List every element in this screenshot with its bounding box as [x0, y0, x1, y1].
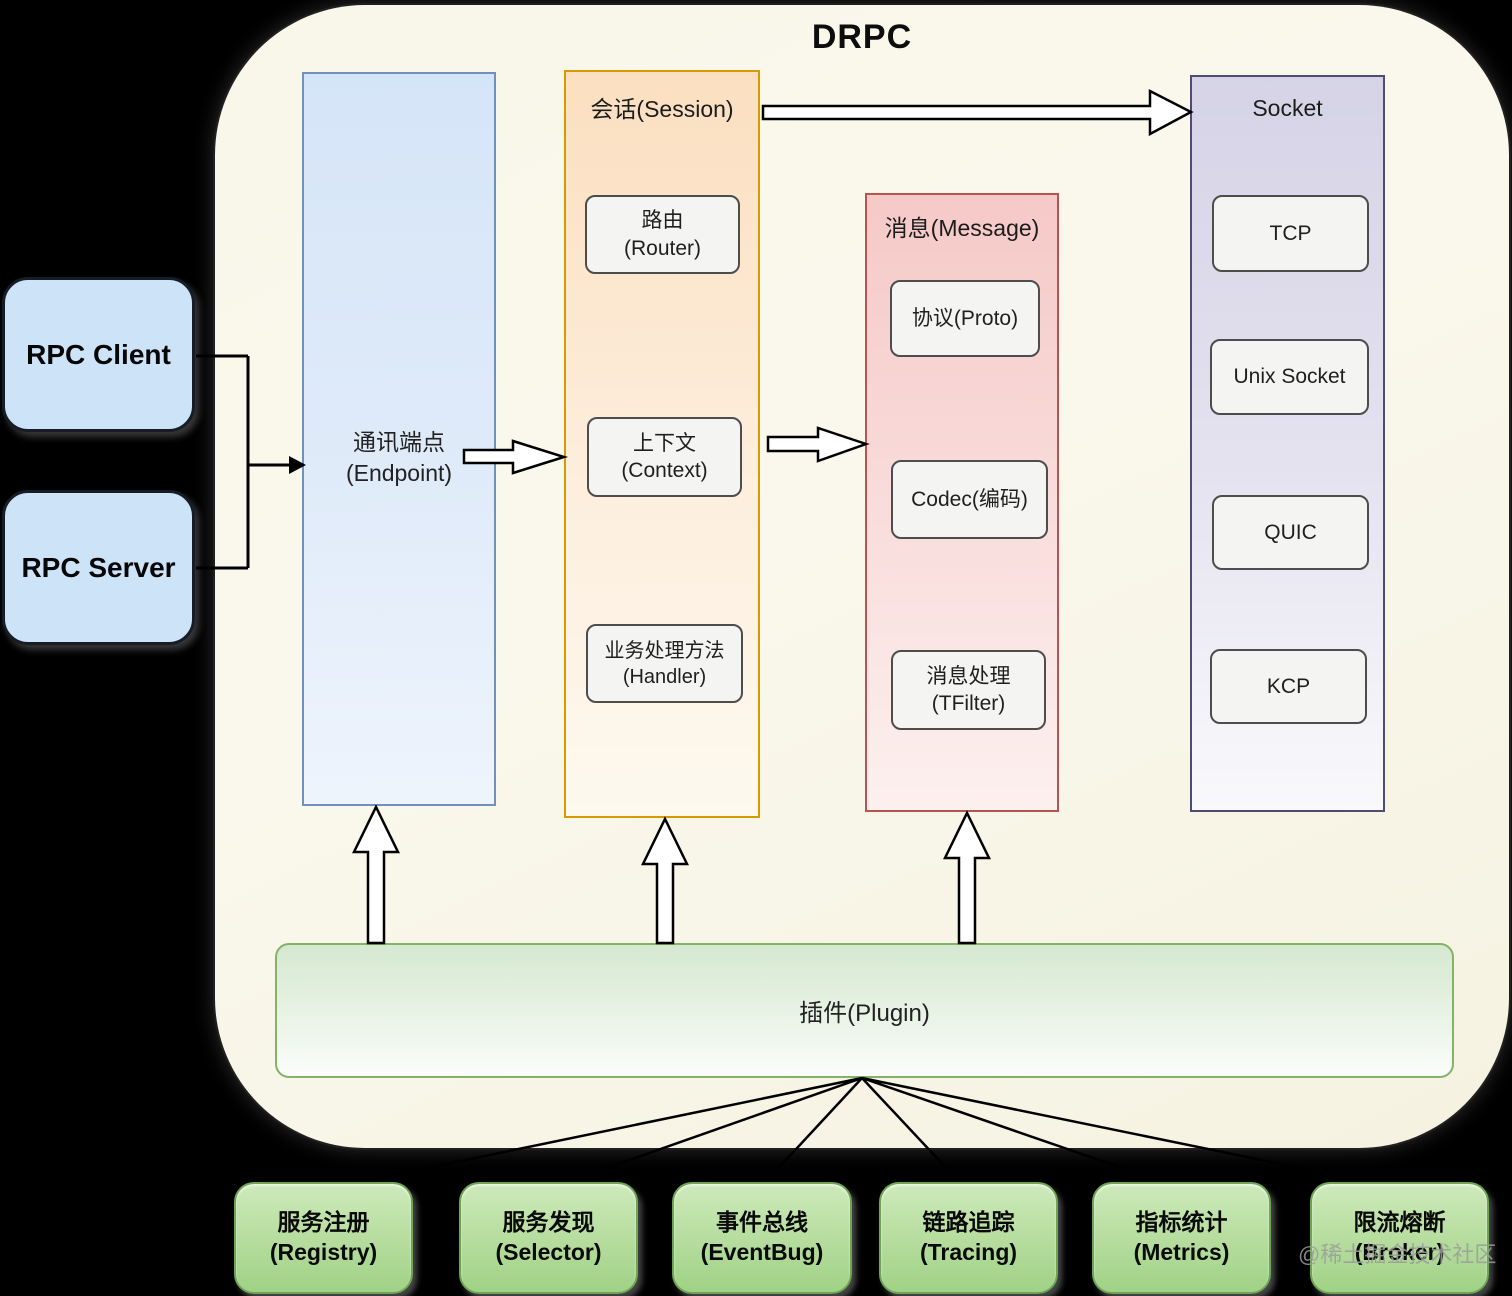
plugin-box-selector: 服务发现 (Selector): [459, 1182, 638, 1294]
session-column: 会话(Session) 路由 (Router) 上下文 (Context) 业务…: [564, 70, 760, 818]
endpoint-label: 通讯端点 (Endpoint): [345, 429, 453, 487]
rpc-client-node: RPC Client: [2, 277, 195, 432]
message-header: 消息(Message): [884, 215, 1040, 241]
plugin-box-tracing: 链路追踪 (Tracing): [879, 1182, 1058, 1294]
unix-socket-box: Unix Socket: [1210, 339, 1369, 415]
session-header: 会话(Session): [590, 96, 734, 122]
plugin-bar: 插件(Plugin): [275, 943, 1454, 1078]
plugin-bar-label: 插件(Plugin): [799, 1000, 930, 1027]
message-column: 消息(Message) 协议(Proto) Codec(编码) 消息处理 (TF…: [865, 193, 1059, 812]
plugin-box-broker: 限流熔断 (Broker): [1310, 1182, 1489, 1294]
codec-box: Codec(编码): [891, 460, 1048, 539]
quic-box: QUIC: [1212, 495, 1369, 570]
page-title: DRPC: [811, 18, 913, 56]
context-box: 上下文 (Context): [587, 417, 742, 497]
socket-column: Socket TCP Unix Socket QUIC KCP: [1190, 75, 1385, 812]
endpoint-column: 通讯端点 (Endpoint): [302, 72, 496, 806]
socket-header: Socket: [1252, 95, 1323, 121]
tfilter-box: 消息处理 (TFilter): [891, 650, 1046, 730]
tcp-box: TCP: [1212, 195, 1369, 272]
rpc-server-node: RPC Server: [2, 490, 195, 645]
handler-box: 业务处理方法 (Handler): [586, 624, 743, 703]
plugin-box-metrics: 指标统计 (Metrics): [1092, 1182, 1271, 1294]
proto-box: 协议(Proto): [890, 280, 1040, 357]
plugin-box-registry: 服务注册 (Registry): [234, 1182, 413, 1294]
router-box: 路由 (Router): [585, 195, 740, 274]
watermark: @稀土掘金技术社区: [1298, 1242, 1497, 1267]
kcp-box: KCP: [1210, 649, 1367, 724]
plugin-box-eventbug: 事件总线 (EventBug): [672, 1182, 852, 1294]
diagram-container: DRPC 通讯端点 (Endpoint) 会话(Session) 路由 (Rou…: [215, 5, 1509, 1148]
